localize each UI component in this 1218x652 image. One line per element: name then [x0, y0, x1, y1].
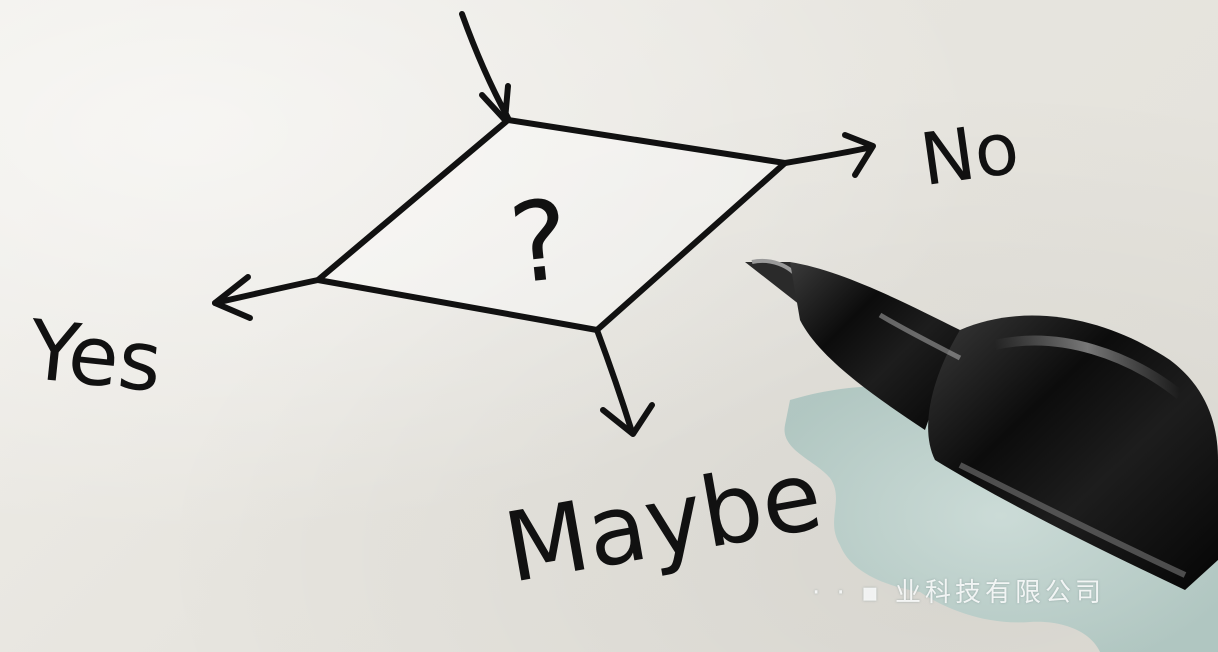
yes-arrow: [215, 277, 318, 318]
branch-label-no: No: [915, 105, 1024, 202]
branch-label-yes: Yes: [24, 303, 167, 411]
maybe-arrow: [597, 330, 652, 434]
branch-label-maybe: Maybe: [497, 439, 830, 605]
no-arrow: [785, 135, 873, 175]
watermark-text: · · ▪ 业科技有限公司: [812, 572, 1105, 609]
entry-arrow: [462, 14, 508, 120]
